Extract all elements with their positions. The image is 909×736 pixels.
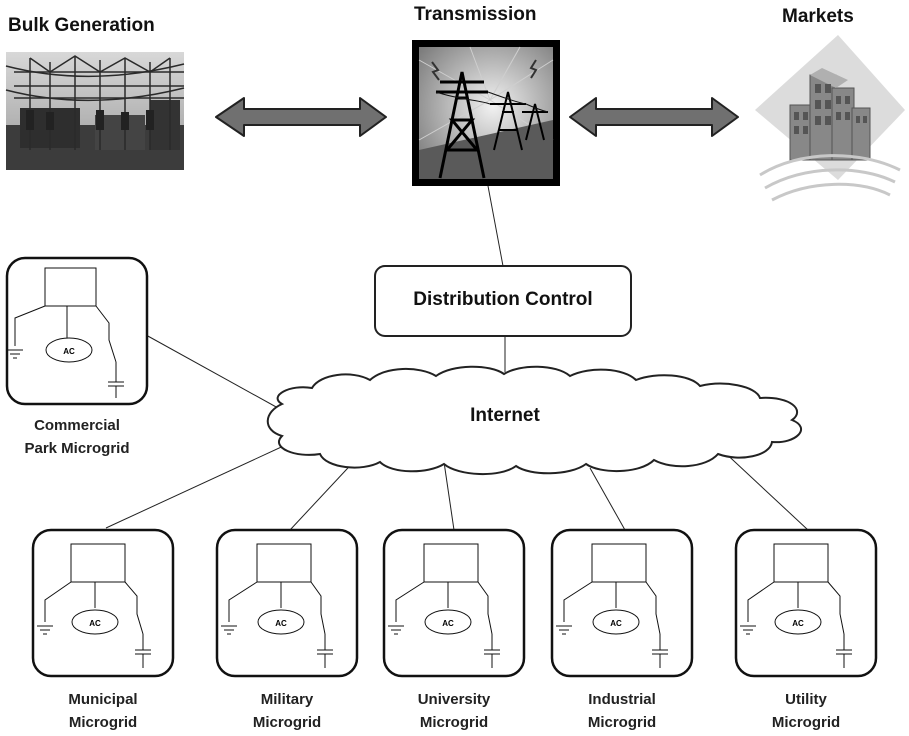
internet-label: Internet (470, 405, 540, 426)
switch-icon (124, 581, 151, 668)
microgrid-label-line1: Utility (785, 691, 827, 708)
microgrid-box-municipal: AC (31, 528, 175, 678)
ac-label: AC (610, 619, 622, 628)
distribution-control-label: Distribution Control (413, 289, 593, 310)
ac-label: AC (442, 619, 454, 628)
bidirectional-arrow-icon (569, 97, 739, 137)
microgrid-label-municipal: Municipal Microgrid (28, 688, 178, 734)
microgrid-label-line2: Microgrid (252, 714, 322, 731)
microgrid-label-line1: Industrial (588, 691, 656, 708)
ground-icon (37, 625, 53, 635)
microgrid-box-utility: AC (734, 528, 878, 678)
ac-generator-icon (71, 609, 119, 635)
header-markets: Markets (782, 6, 854, 27)
ac-label: AC (275, 619, 287, 628)
microgrid-box-university: AC (382, 528, 526, 678)
microgrid-label-university: University Microgrid (379, 688, 529, 734)
microgrid-label-line1: University (417, 691, 491, 708)
link-commercial-internet (145, 334, 279, 409)
microgrid-schematic (221, 543, 333, 668)
power-plant-photo (5, 52, 185, 170)
ground-icon (556, 625, 572, 635)
ac-generator-icon (45, 337, 93, 363)
microgrid-box-industrial: AC (550, 528, 694, 678)
microgrid-label-line1: Municipal (68, 691, 138, 708)
microgrid-schematic (7, 267, 124, 398)
switch-icon (477, 581, 500, 668)
link-utility-internet (719, 447, 809, 531)
link-university-internet (443, 461, 455, 531)
switch-icon (310, 581, 333, 668)
ac-label: AC (792, 619, 804, 628)
microgrid-label-military: Military Microgrid (212, 688, 362, 734)
ground-icon (221, 625, 237, 635)
microgrid-schematic (388, 543, 500, 668)
microgrid-label-line2: Microgrid (587, 714, 657, 731)
microgrid-schematic (37, 543, 151, 668)
microgrid-label-utility: Utility Microgrid (731, 688, 881, 734)
link-transmission-distribution (487, 185, 504, 267)
link-municipal-internet (105, 442, 291, 529)
ground-icon (7, 349, 23, 359)
microgrid-label-commercial: Commercial Park Microgrid (2, 414, 152, 460)
microgrid-box-military: AC (215, 528, 359, 678)
header-bulk-generation: Bulk Generation (8, 15, 155, 36)
connection-lines (105, 185, 809, 531)
internet-cloud-icon (266, 365, 803, 476)
microgrid-label-line1: Commercial (34, 417, 120, 434)
header-transmission: Transmission (414, 4, 537, 25)
microgrid-label-line2: Microgrid (68, 714, 138, 731)
microgrid-schematic (740, 543, 852, 668)
city-buildings-icon (755, 35, 905, 202)
link-industrial-internet (589, 467, 626, 531)
ac-generator-icon (424, 609, 472, 635)
transmission-tower-icon (412, 40, 560, 186)
ground-icon (388, 625, 404, 635)
ac-label: AC (89, 619, 101, 628)
microgrid-label-line2: Park Microgrid (24, 440, 130, 457)
switch-icon (645, 581, 668, 668)
ac-generator-icon (257, 609, 305, 635)
switch-icon (827, 581, 852, 668)
bidirectional-arrow-icon (215, 97, 387, 137)
distribution-control-box (374, 265, 632, 337)
microgrid-box-commercial: AC (5, 256, 149, 406)
microgrid-schematic (556, 543, 668, 668)
switch-icon (95, 305, 124, 398)
microgrid-label-line2: Microgrid (419, 714, 489, 731)
microgrid-label-line2: Microgrid (771, 714, 841, 731)
ac-label: AC (63, 347, 75, 356)
ac-generator-icon (774, 609, 822, 635)
microgrid-label-industrial: Industrial Microgrid (547, 688, 697, 734)
ground-icon (740, 625, 756, 635)
ac-generator-icon (592, 609, 640, 635)
microgrid-label-line1: Military (260, 691, 314, 708)
